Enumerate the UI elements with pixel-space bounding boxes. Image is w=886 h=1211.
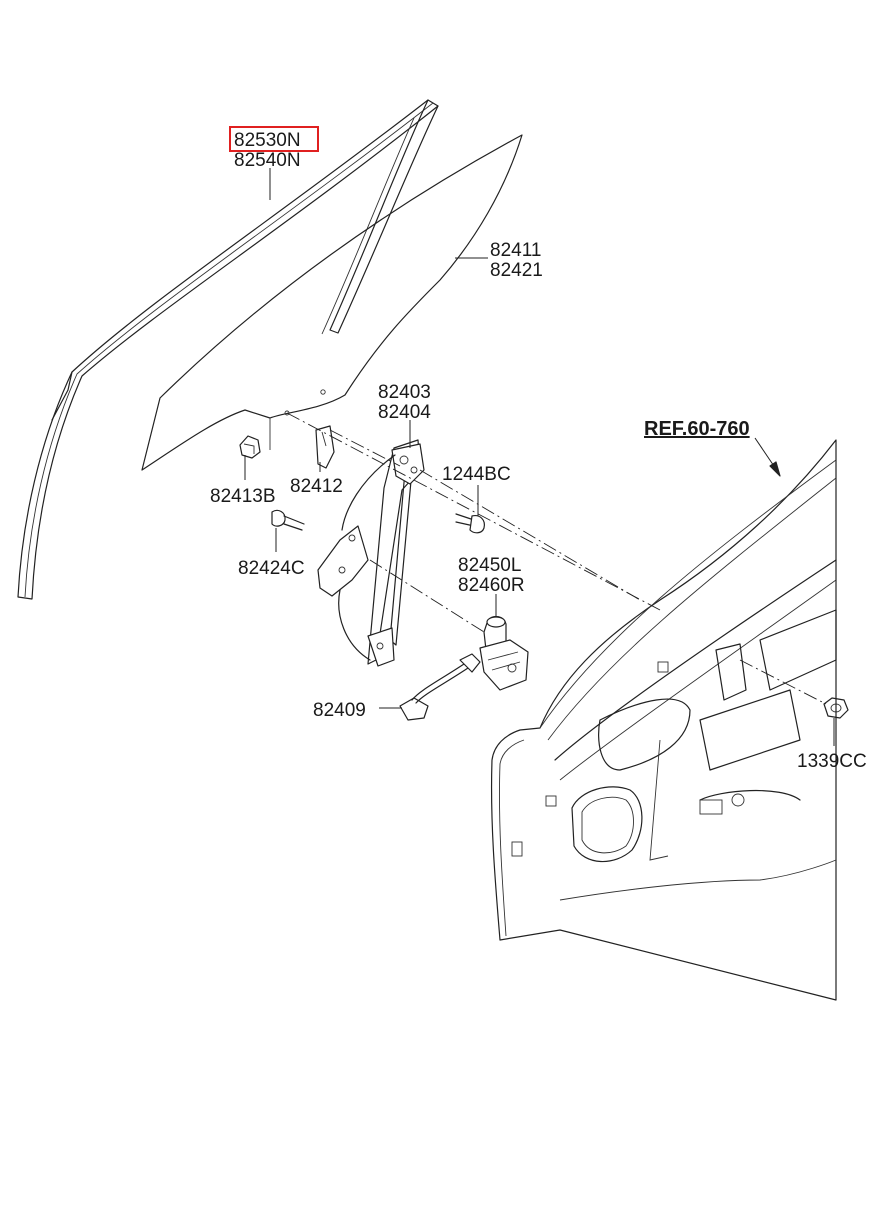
label-glass-run-a[interactable]: 82530N <box>234 130 301 151</box>
regulator-motor[interactable] <box>479 615 529 691</box>
alignment-lines <box>286 412 827 705</box>
label-harness[interactable]: 82409 <box>313 700 366 721</box>
window-regulator[interactable] <box>317 439 425 667</box>
label-glass-a[interactable]: 82411 <box>490 240 541 261</box>
label-glass-run-b[interactable]: 82540N <box>234 150 301 171</box>
label-regulator-a[interactable]: 82403 <box>378 382 431 403</box>
wiring-harness[interactable] <box>399 653 481 721</box>
label-nut[interactable]: 1339CC <box>797 751 867 772</box>
clip-82413b[interactable] <box>239 435 261 459</box>
label-bolt-82424c[interactable]: 82424C <box>238 558 305 579</box>
door-glass[interactable] <box>141 134 523 471</box>
label-ref[interactable]: REF.60-760 <box>644 418 750 440</box>
leader-lines <box>244 168 835 746</box>
highlight-box <box>229 126 319 152</box>
door-panel[interactable] <box>490 439 837 1001</box>
label-clip-82413b[interactable]: 82413B <box>210 486 276 507</box>
label-motor-b[interactable]: 82460R <box>458 575 525 596</box>
label-regulator-b[interactable]: 82404 <box>378 402 431 423</box>
label-bracket-82412[interactable]: 82412 <box>290 476 343 497</box>
bracket-82412[interactable] <box>315 425 335 469</box>
bolt-1244bc[interactable] <box>455 513 485 534</box>
glass-run-channel[interactable] <box>17 99 439 600</box>
label-glass-b[interactable]: 82421 <box>490 260 543 281</box>
label-motor-a[interactable]: 82450L <box>458 555 521 576</box>
bolt-82424c[interactable] <box>271 509 305 531</box>
label-bolt-1244bc[interactable]: 1244BC <box>442 464 511 485</box>
